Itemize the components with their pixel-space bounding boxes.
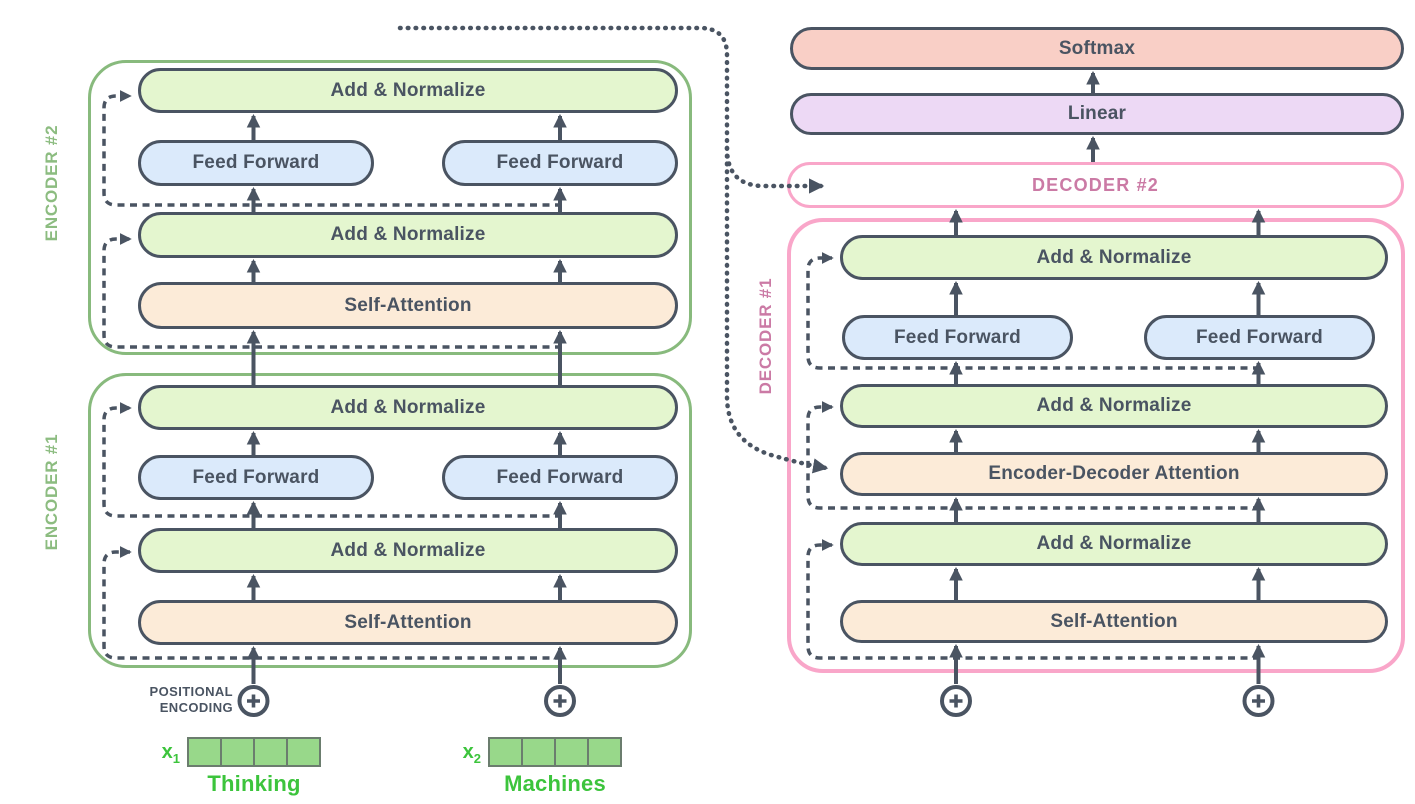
x2-subscript: 2 [473,751,481,766]
decoder1-add-normalize-top: Add & Normalize [840,235,1388,280]
plus-node [940,685,972,717]
encoder1-arrows [246,329,567,684]
decoder1-feed-forward-right: Feed Forward [1144,315,1375,360]
residual-decoder-eda [806,401,1260,510]
embedding-cell [589,739,620,765]
box-label: Add & Normalize [330,79,486,101]
encoder-2-container [88,60,692,355]
box-label: Feed Forward [894,326,1021,348]
input-embedding-x2 [488,737,622,767]
decoder-arrows [949,208,1266,684]
box-label: Add & Normalize [330,539,486,561]
decoder1-add-normalize-middle: Add & Normalize [840,384,1388,428]
residual-encoder1-ff [102,402,562,518]
residual-decoder-sa [806,539,1260,660]
residual-encoder2-ff [102,90,562,207]
embedding-cell [490,739,523,765]
box-label: Feed Forward [192,466,320,488]
box-label: Add & Normalize [330,224,486,245]
encoder1-feed-forward-right: Feed Forward [442,455,678,500]
box-label: Feed Forward [496,152,624,173]
embedding-cell [288,739,319,765]
decoder1-add-normalize-bottom: Add & Normalize [840,522,1388,566]
box-label: Add & Normalize [330,396,486,418]
plus-node [1242,685,1275,717]
encoder1-add-normalize-top: Add & Normalize [138,385,678,430]
x2-symbol: x [462,741,474,763]
input-word-thinking: Thinking [207,771,301,796]
residual-encoder1-sa [102,546,562,660]
encoder-output-to-enc-dec-attention [397,25,829,474]
x1-label: x1 [130,741,180,766]
encoder1-add-normalize-bottom: Add & Normalize [138,528,678,573]
x2-label: x2 [431,741,481,766]
box-label: Self-Attention [344,294,472,316]
box-label: Self-Attention [1050,610,1178,632]
decoder-1-container [787,218,1405,673]
encoder-1-container [88,373,692,668]
x1-subscript: 1 [172,751,180,766]
box-label: Add & Normalize [1036,395,1192,416]
encoder1-feed-forward-left: Feed Forward [138,455,374,500]
positional-encoding-label: POSITIONAL ENCODING [103,684,233,716]
box-label: Feed Forward [192,152,320,173]
positional-encoding-line1: POSITIONAL [149,684,233,699]
box-label: Self-Attention [344,611,472,633]
box-label: Feed Forward [1196,326,1323,348]
decoder1-self-attention: Self-Attention [840,600,1388,643]
decoder1-encoder-decoder-attention: Encoder-Decoder Attention [840,452,1388,496]
box-label: Add & Normalize [1036,533,1192,554]
encoder2-add-normalize-top: Add & Normalize [138,68,678,113]
box-label: Linear [1067,103,1127,124]
box-label: Softmax [1058,37,1136,59]
encoder2-add-normalize-bottom: Add & Normalize [138,212,678,258]
encoder2-feed-forward-right: Feed Forward [442,140,678,186]
residual-connections [102,90,1260,660]
x1-symbol: x [161,741,173,763]
encoder-output-to-decoder2 [724,145,825,194]
embedding-cell [222,739,255,765]
decoder-2-box: DECODER #2 [787,162,1404,208]
decoder1-feed-forward-left: Feed Forward [842,315,1073,360]
input-embedding-x1 [187,737,321,767]
positional-encoding-line2: ENCODING [159,700,233,715]
linear-box: Linear [790,93,1404,135]
box-label: Add & Normalize [1036,246,1192,268]
box-label: Encoder-Decoder Attention [988,463,1240,484]
positional-encoding-nodes [237,685,1275,717]
residual-encoder2-sa [102,233,562,349]
residual-decoder-ff [806,252,1260,370]
encoder1-self-attention: Self-Attention [138,600,678,645]
input-word-machines: Machines [504,771,606,796]
encoder2-feed-forward-left: Feed Forward [138,140,374,186]
encoder-decoder-connections [397,25,829,474]
encoder2-arrows [246,113,567,282]
embedding-cell [523,739,556,765]
plus-node [237,685,270,717]
softmax-box: Softmax [790,27,1404,70]
box-label: DECODER #2 [1031,174,1160,195]
box-label: Feed Forward [496,466,624,488]
plus-node [544,685,576,717]
embedding-cell [556,739,589,765]
encoder2-self-attention: Self-Attention [138,282,678,329]
embedding-cell [189,739,222,765]
embedding-cell [255,739,288,765]
